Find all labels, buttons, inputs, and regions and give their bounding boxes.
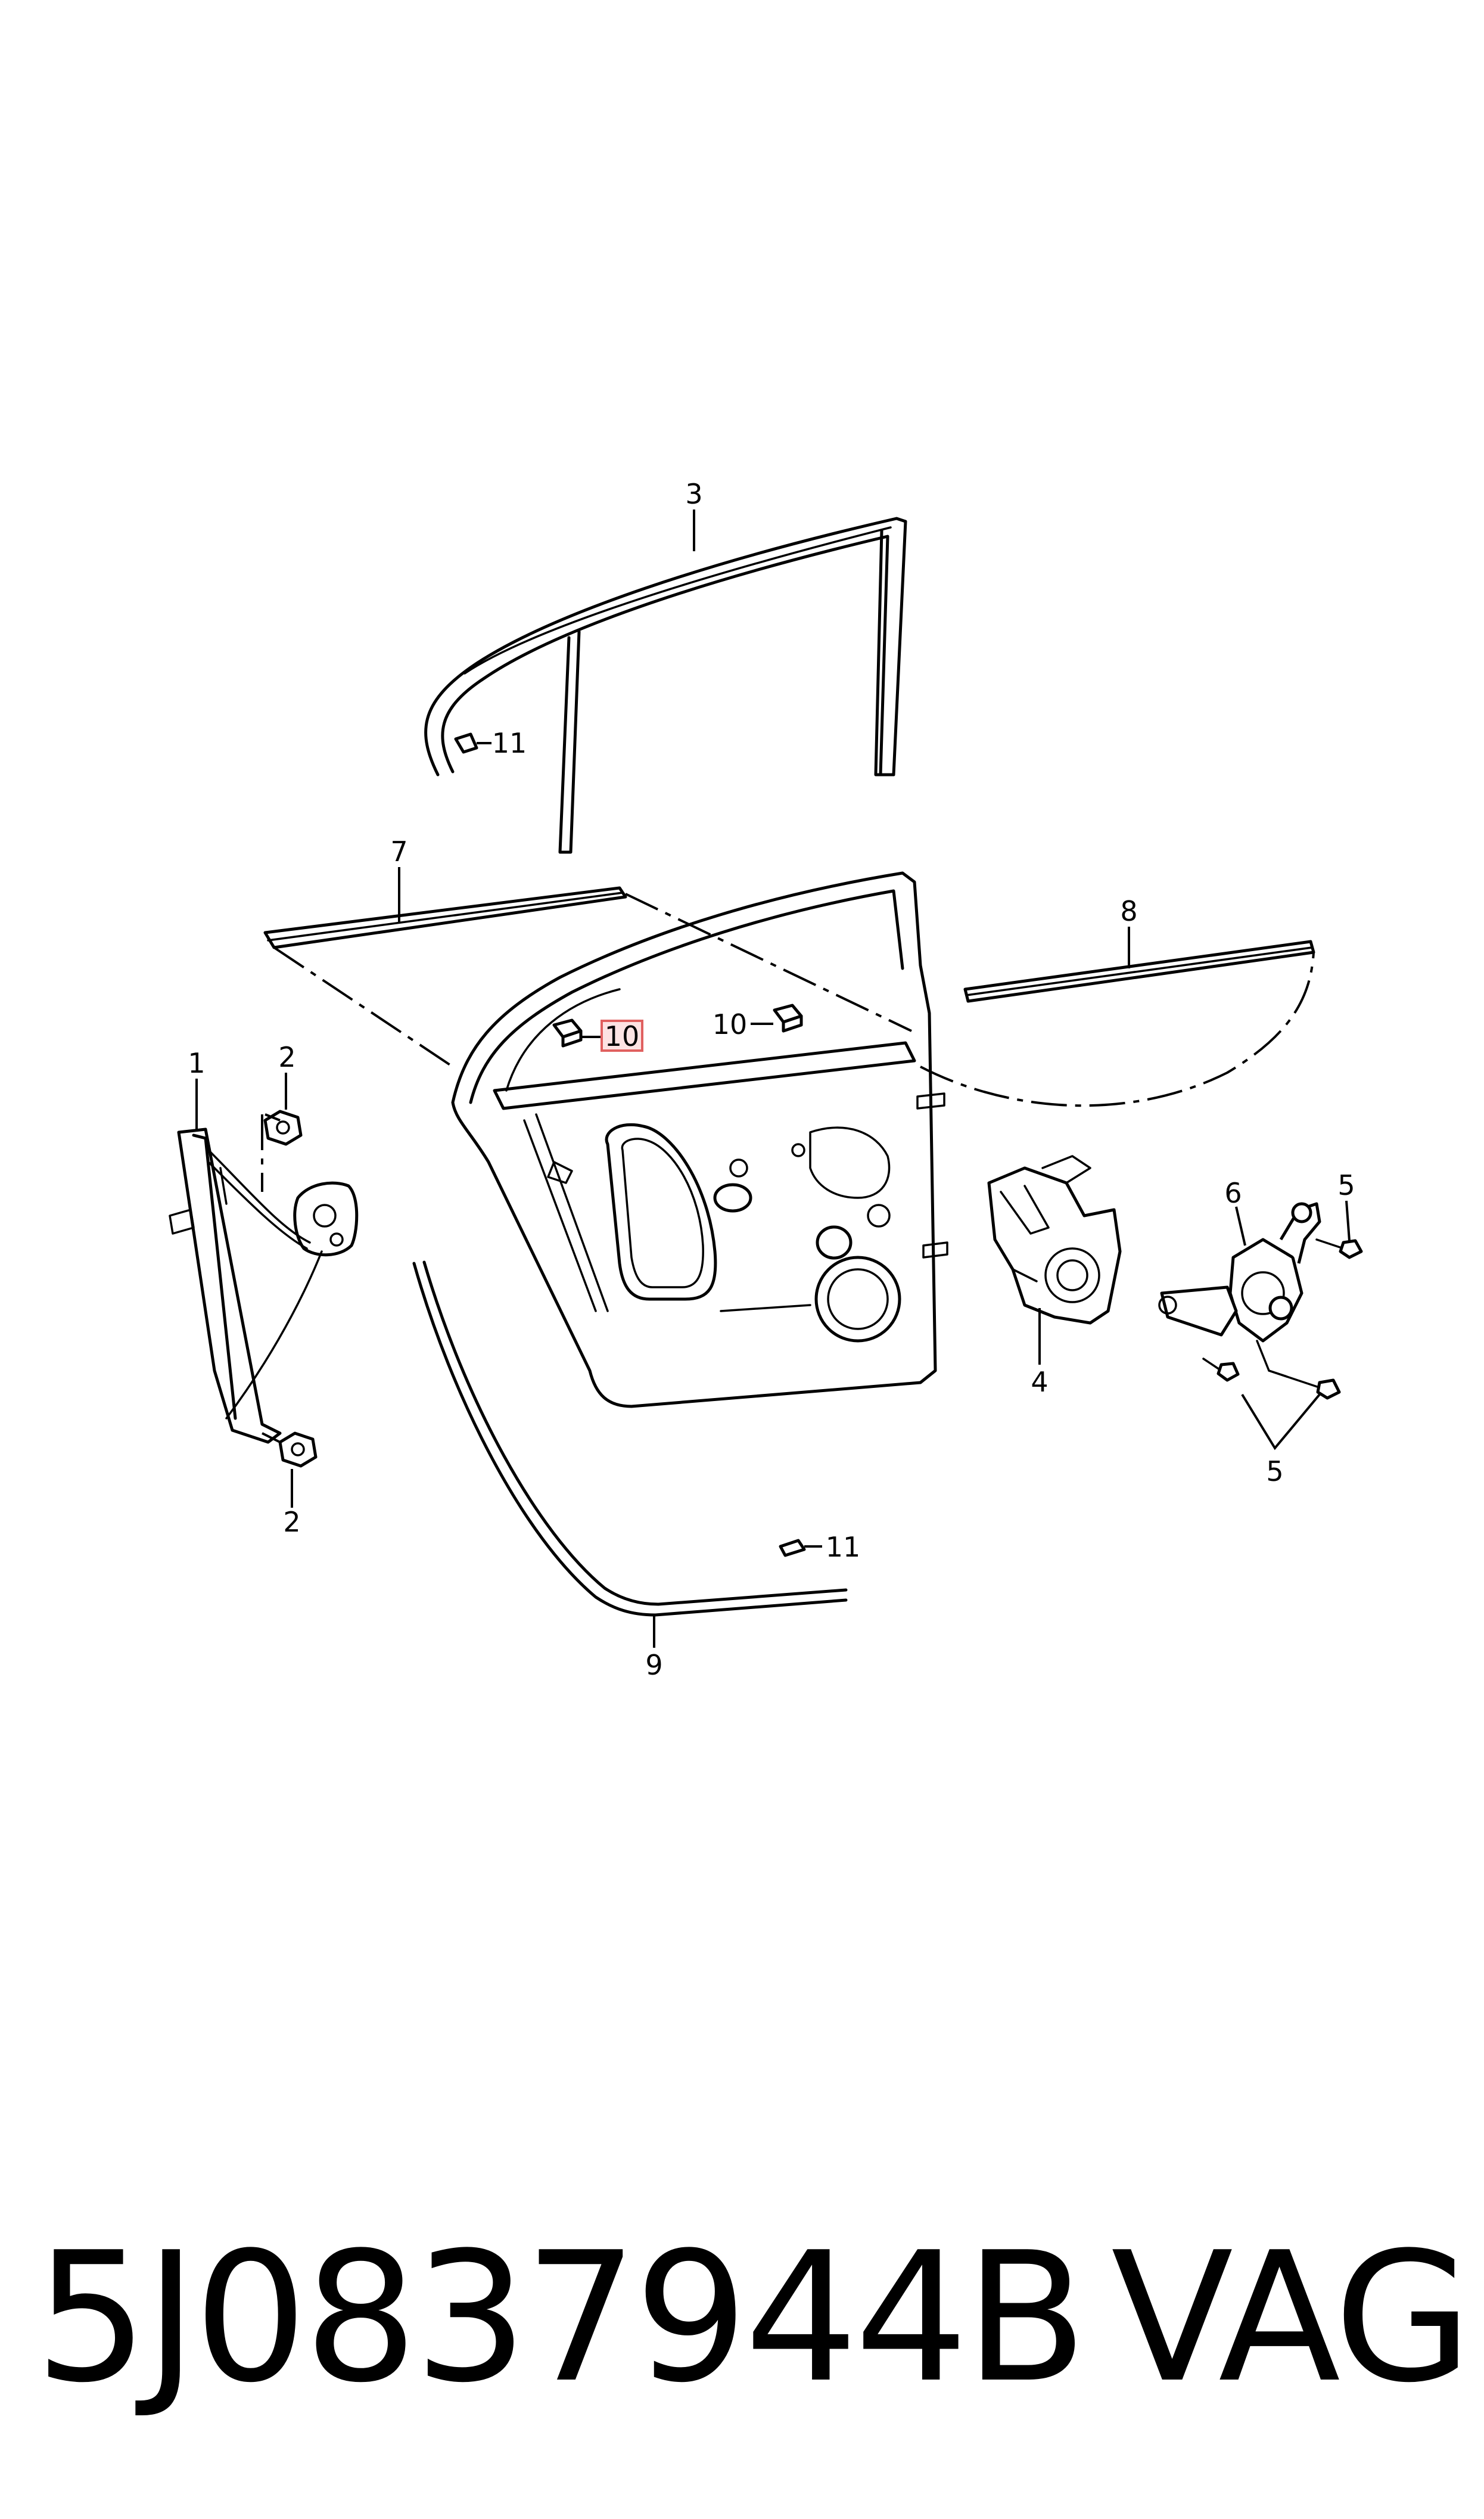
clip-11-upper (454, 732, 478, 754)
bolt-5-a (1315, 1238, 1363, 1259)
pad-10-left (552, 1018, 583, 1048)
part-3-window-channel-seal (424, 517, 907, 854)
callout-8[interactable]: 8 (1120, 895, 1137, 927)
pad-10-right (773, 1004, 803, 1033)
nut-2-upper (263, 1110, 303, 1146)
part-8-inner-window-strip (963, 940, 1315, 1003)
callout-4[interactable]: 4 (1031, 1366, 1048, 1398)
callout-10-highlight (601, 1020, 643, 1052)
callout-2-upper[interactable]: 2 (278, 1041, 295, 1073)
bolt-5-c (1268, 1369, 1341, 1400)
callout-11-upper[interactable]: 11 (492, 727, 527, 759)
callout-10[interactable]: 10 (713, 1008, 748, 1040)
callout-6[interactable]: 6 (1224, 1177, 1242, 1209)
brand-label: VAG (1111, 2214, 1472, 2422)
callout-5-right[interactable]: 5 (1337, 1169, 1355, 1201)
callout-2-lower[interactable]: 2 (283, 1506, 300, 1538)
part-number: 5J0837944B (35, 2214, 1087, 2422)
callout-7[interactable]: 7 (390, 835, 407, 868)
door-shell (451, 871, 948, 1408)
part-1-window-regulator (169, 1128, 359, 1444)
nut-2-lower (278, 1431, 318, 1468)
callout-3[interactable]: 3 (685, 478, 702, 510)
clip-11-lower (779, 1539, 806, 1557)
callout-11-lower[interactable]: 11 (826, 1531, 861, 1563)
part-7-outer-window-strip (263, 886, 627, 949)
part-9-lower-seal (412, 1260, 848, 1617)
part-6-bracket (1158, 1202, 1321, 1378)
callout-5-bottom[interactable]: 5 (1266, 1455, 1283, 1487)
callout-10-highlighted[interactable]: 10 (605, 1020, 640, 1052)
callout-9[interactable]: 9 (645, 1649, 662, 1681)
leader-lines (195, 510, 1351, 1648)
part-4-window-motor (987, 1155, 1122, 1325)
bolt-5-b (1202, 1358, 1240, 1382)
callout-1[interactable]: 1 (188, 1047, 205, 1079)
assembly-lines (261, 893, 1315, 1443)
